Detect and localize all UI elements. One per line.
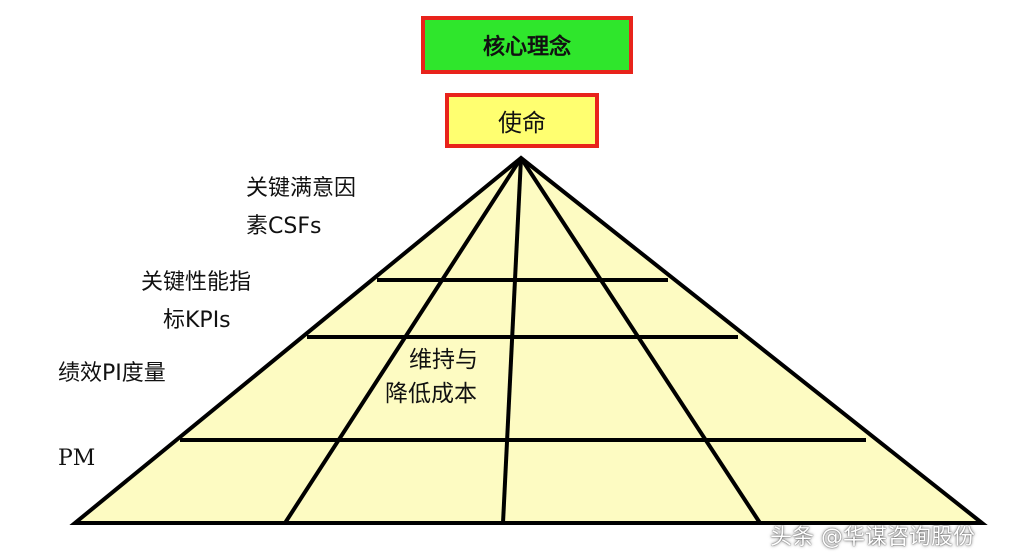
core-concept-label: 核心理念 (482, 35, 571, 60)
watermark: 头条 @华谋咨询股份 (770, 525, 975, 550)
cost-label-line-2: 降低成本 (385, 381, 477, 407)
mission-box: 使命 (445, 93, 599, 148)
cost-label-line-1: 维持与 (409, 347, 478, 373)
pi-label: 绩效PI度量 (58, 361, 166, 386)
csf-label: 关键满意因 素CSFs (246, 170, 356, 246)
kpi-label-line-1: 关键性能指 (141, 270, 252, 295)
pyramid-ray-1 (283, 156, 523, 525)
mission-label: 使命 (498, 109, 546, 137)
pm-label: PM (58, 446, 96, 471)
csf-label-line-2: 素CSFs (246, 214, 322, 239)
pyramid-ray-2 (501, 157, 523, 524)
csf-label-line-1: 关键满意因 (246, 176, 357, 201)
pyramid-body (69, 155, 988, 525)
core-concept-box: 核心理念 (421, 16, 633, 74)
kpi-label: 关键性能指 标KPIs (141, 264, 251, 340)
cost-label: 维持与 降低成本 (385, 343, 478, 411)
pyramid-ray-3 (519, 156, 762, 525)
kpi-label-line-2: 标KPIs (163, 308, 231, 333)
